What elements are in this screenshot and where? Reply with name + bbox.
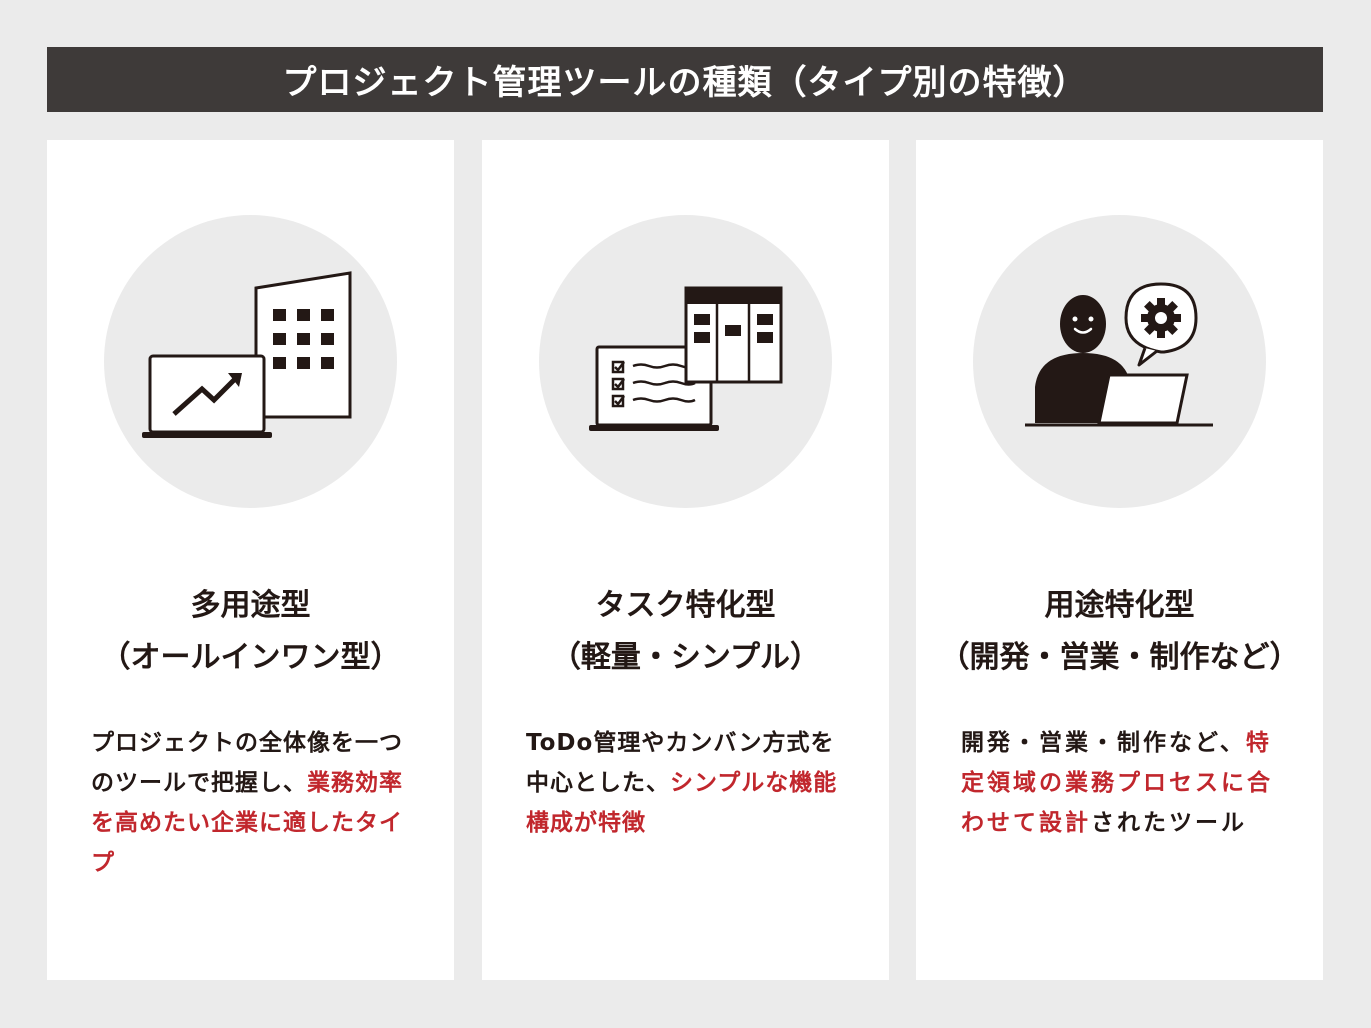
heading-line2: （軽量・シンプル） (550, 640, 821, 675)
card-multi-purpose: 多用途型 （オールインワン型） プロジェクトの全体像を一つのツールで把握し、業務… (47, 140, 454, 980)
desc-text: ToDo管理やカンバン方式を中心とした、 (526, 730, 835, 796)
card-heading: タスク特化型 （軽量・シンプル） (482, 580, 889, 684)
card-description: 開発・営業・制作など、特定領域の業務プロセスに合わせて設計されたツール (961, 723, 1291, 843)
heading-line1: 多用途型 (190, 588, 311, 623)
card-purpose-specific: 用途特化型 （開発・営業・制作など） 開発・営業・制作など、特定領域の業務プロセ… (916, 140, 1323, 980)
desc-text: 開発・営業・制作など、 (961, 730, 1246, 756)
heading-line1: 用途特化型 (1044, 588, 1195, 623)
todo-checklist-and-kanban-icon (589, 286, 783, 431)
icon-circle (104, 215, 397, 508)
desc-highlight: シンプルな機能構成が特徴 (526, 770, 838, 836)
desc-highlight: 業務効率を高めたい企業に適したタイプ (91, 770, 403, 876)
card-description: プロジェクトの全体像を一つのツールで把握し、業務効率を高めたい企業に適したタイプ (91, 723, 421, 883)
laptop-chart-and-building-icon (142, 271, 352, 438)
person-laptop-gear-icon (1025, 282, 1213, 427)
icon-circle (539, 215, 832, 508)
icon-circle (973, 215, 1266, 508)
desc-text: プロジェクトの全体像を一つのツールで把握し、 (91, 730, 403, 796)
desc-text-end: されたツール (1091, 810, 1247, 836)
card-heading: 用途特化型 （開発・営業・制作など） (916, 580, 1323, 684)
heading-line1: タスク特化型 (595, 588, 776, 623)
card-description: ToDo管理やカンバン方式を中心とした、シンプルな機能構成が特徴 (526, 723, 856, 843)
card-heading: 多用途型 （オールインワン型） (47, 580, 454, 684)
page-title: プロジェクト管理ツールの種類（タイプ別の特徴） (47, 47, 1323, 112)
desc-highlight: 特定領域の業務プロセスに合わせて設計 (961, 730, 1273, 836)
heading-line2: （開発・営業・制作など） (939, 640, 1300, 675)
heading-line2: （オールインワン型） (100, 640, 401, 675)
card-task-focused: タスク特化型 （軽量・シンプル） ToDo管理やカンバン方式を中心とした、シンプ… (482, 140, 889, 980)
